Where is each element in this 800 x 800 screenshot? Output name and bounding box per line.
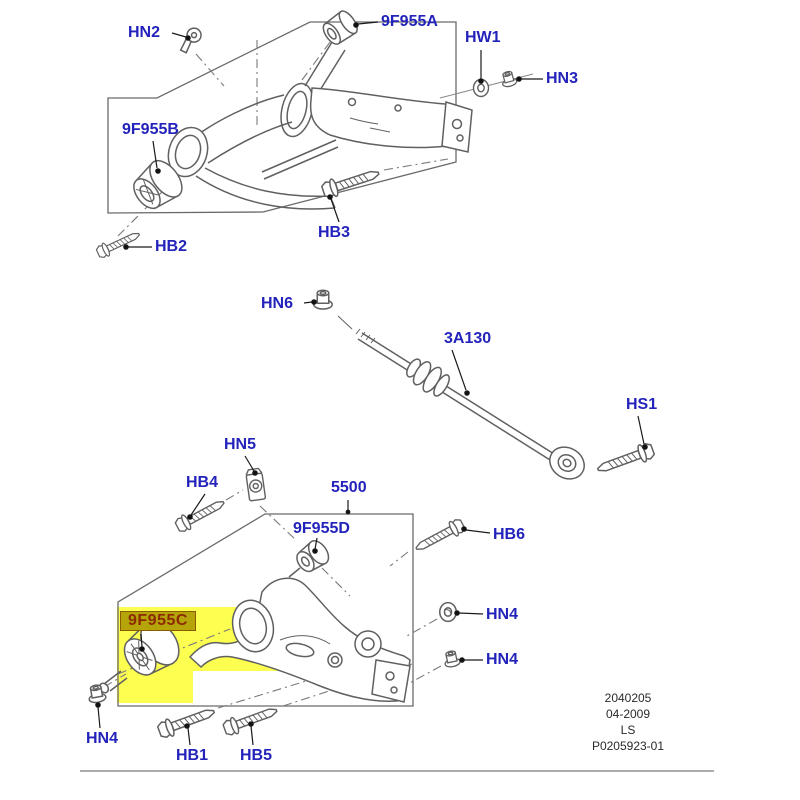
part-label-hn4-upper-right[interactable]: HN4 <box>486 606 519 623</box>
bolt-hb1-icon <box>155 702 218 741</box>
bushing-9f955c-icon <box>98 620 180 694</box>
bolt-hb5-icon <box>221 701 281 739</box>
bushing-9f955d-icon <box>288 540 330 578</box>
part-label-hb6[interactable]: HB6 <box>493 526 526 543</box>
part-label-9f955c-highlighted[interactable]: 9F955C <box>120 611 196 631</box>
drawing-number: 2040205 <box>604 691 652 705</box>
part-label-hs1[interactable]: HS1 <box>626 396 658 413</box>
part-label-hb4[interactable]: HB4 <box>186 474 219 491</box>
part-label-hn3[interactable]: HN3 <box>546 70 579 87</box>
part-label-hn2[interactable]: HN2 <box>128 24 161 41</box>
part-label-3a130[interactable]: 3A130 <box>444 330 492 347</box>
bolt-hb2-icon <box>94 227 143 261</box>
part-label-hb2[interactable]: HB2 <box>155 238 188 255</box>
assembly-boxes <box>107 21 457 707</box>
part-label-hw1[interactable]: HW1 <box>465 29 501 46</box>
nut-hn4-icons <box>86 601 462 705</box>
part-label-hb3[interactable]: HB3 <box>318 224 351 241</box>
bolt-hb6-icon <box>411 516 468 557</box>
drawing-reference-block: 2040205 04-2009 LS P0205923-01 <box>570 690 686 754</box>
part-label-hn5[interactable]: HN5 <box>224 436 257 453</box>
leader-lines <box>95 21 648 746</box>
part-label-hb1[interactable]: HB1 <box>176 747 209 764</box>
upper-control-arm <box>167 41 473 210</box>
clip-hn2-icon <box>179 27 202 54</box>
drawing-date: 04-2009 <box>605 707 651 721</box>
lower-control-arm <box>188 577 411 703</box>
part-label-9f955a[interactable]: 9F955A <box>381 13 438 30</box>
part-label-5500[interactable]: 5500 <box>331 479 367 496</box>
part-label-hn4-bottom[interactable]: HN4 <box>86 730 119 747</box>
model-code: LS <box>620 723 636 737</box>
bushing-9f955a-icon <box>322 10 358 45</box>
part-label-hb5[interactable]: HB5 <box>240 747 273 764</box>
link-rod-3a130 <box>313 289 585 480</box>
hw1-hn3-group <box>439 69 534 99</box>
part-label-9f955b[interactable]: 9F955B <box>122 121 179 138</box>
part-label-hn6[interactable]: HN6 <box>261 295 294 312</box>
plate-number: P0205923-01 <box>591 739 665 753</box>
part-label-9f955d[interactable]: 9F955D <box>293 520 350 537</box>
part-label-hn4-lower-right[interactable]: HN4 <box>486 651 519 668</box>
